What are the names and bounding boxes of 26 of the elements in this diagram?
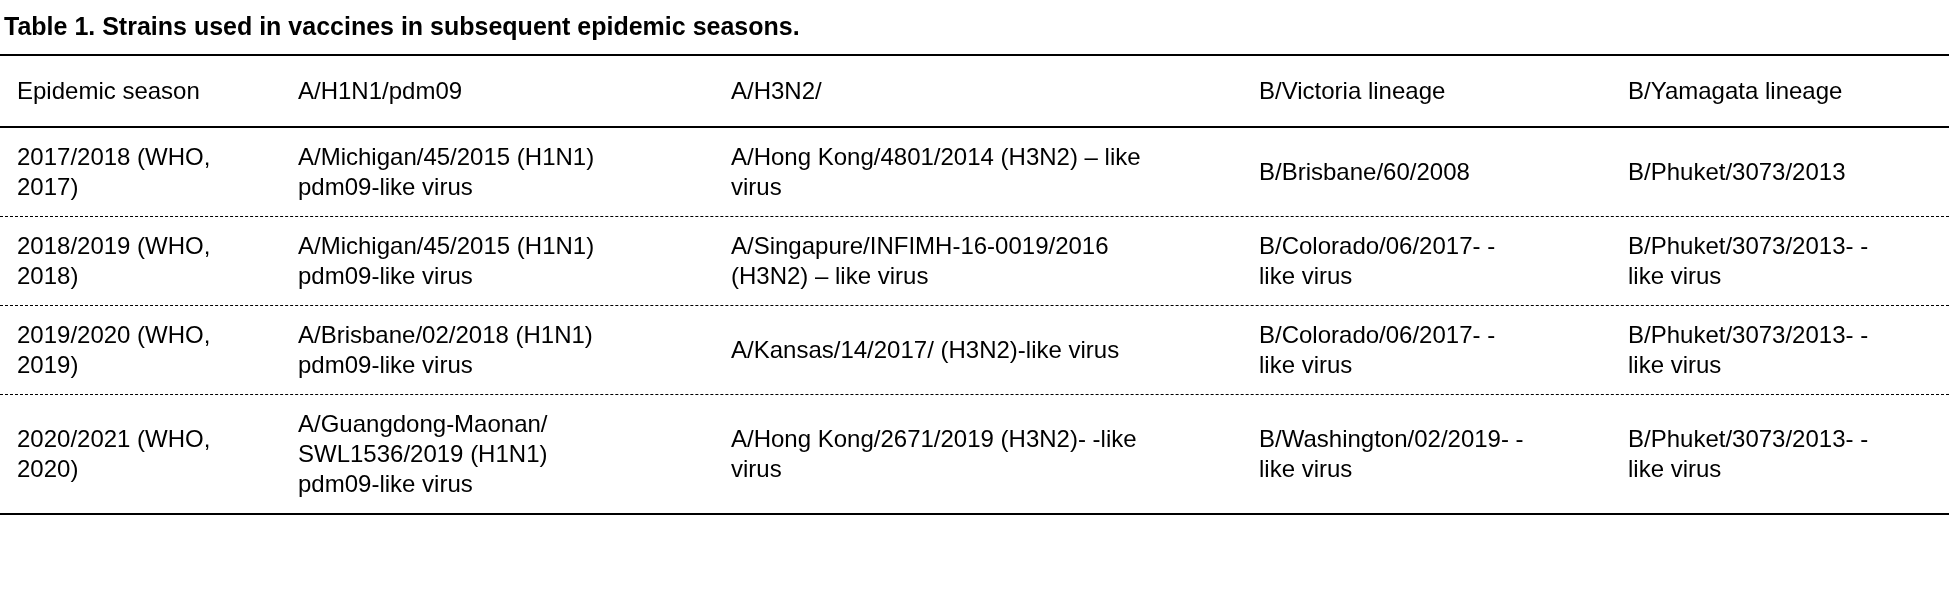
strain-text: A/Singapure/INFIMH-16-0019/2016 (H3N2) – like virus [731,231,1110,291]
strain-text: B/Phuket/3073/2013- -like virus [1628,320,1870,380]
strain-text: A/Michigan/45/2015 (H1N1) pdm09-like virus [298,142,596,202]
column-header: A/H3N2/ [731,76,822,106]
strain-text: A/Brisbane/02/2018 (H1N1) pdm09-like virus [298,320,594,380]
strain-text: B/Colorado/06/2017- -like virus [1259,231,1497,291]
table-title: Table 1. Strains used in vaccines in subsequent epidemic seasons. [4,11,800,42]
season-text: 2020/2021 (WHO, 2020) [17,424,212,484]
strain-text: B/Phuket/3073/2013 [1628,157,1846,187]
season-text: 2019/2020 (WHO, 2019) [17,320,212,380]
strain-text: B/Phuket/3073/2013- -like virus [1628,231,1870,291]
strain-text: A/Hong Kong/2671/2019 (H3N2)- -like virus [731,424,1138,484]
strain-text: A/Michigan/45/2015 (H1N1) pdm09-like virus [298,231,596,291]
season-text: 2017/2018 (WHO, 2017) [17,142,212,202]
strain-text: A/Kansas/14/2017/ (H3N2)-like virus [731,335,1120,365]
strain-text: A/Hong Kong/4801/2014 (H3N2) – like virus [731,142,1141,202]
column-header: B/Yamagata lineage [1628,76,1843,106]
column-header: B/Victoria lineage [1259,76,1446,106]
strain-text: A/Guangdong-Maonan/ SWL1536/2019 (H1N1) pdm09-like virus [298,409,549,499]
strain-text: B/Washington/02/2019- -like virus [1259,424,1525,484]
strain-text: B/Phuket/3073/2013- -like virus [1628,424,1870,484]
strain-text: B/Brisbane/60/2008 [1259,157,1470,187]
strain-text: B/Colorado/06/2017- -like virus [1259,320,1497,380]
season-text: 2018/2019 (WHO, 2018) [17,231,212,291]
column-header: A/H1N1/pdm09 [298,76,463,106]
column-header: Epidemic season [17,76,200,106]
